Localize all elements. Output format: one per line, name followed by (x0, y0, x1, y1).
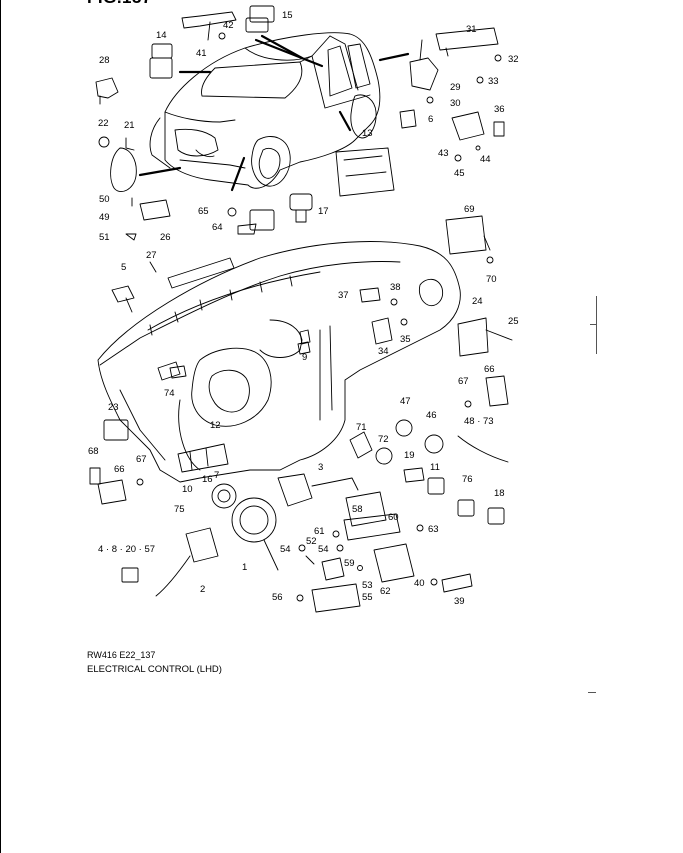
label-3: 3 (318, 462, 323, 473)
label-1: 1 (242, 562, 247, 573)
label-67-right: 67 (458, 376, 469, 387)
dashboard-illustration (97, 241, 461, 483)
label-55: 55 (362, 592, 373, 603)
figure-title: FIG.137 (87, 0, 152, 8)
label-17: 17 (318, 206, 329, 217)
label-38: 38 (390, 282, 401, 293)
label-49: 49 (99, 212, 110, 223)
label-37: 37 (338, 290, 349, 301)
label-40: 40 (414, 578, 425, 589)
label-76: 76 (462, 474, 473, 485)
label-18: 18 (494, 488, 505, 499)
label-39: 39 (454, 596, 465, 607)
label-4-8-20-57: 4 · 8 · 20 · 57 (98, 544, 155, 555)
label-23: 23 (108, 402, 119, 413)
label-11: 11 (430, 462, 440, 473)
label-52: 52 (306, 536, 317, 547)
label-70: 70 (486, 274, 497, 285)
label-15: 15 (282, 10, 293, 21)
label-47: 47 (400, 396, 411, 407)
margin-line (596, 296, 597, 354)
label-45: 45 (454, 168, 465, 179)
label-48-73: 48 · 73 (464, 416, 494, 427)
label-41: 41 (196, 48, 207, 59)
label-34: 34 (378, 346, 389, 357)
label-65: 65 (198, 206, 209, 217)
car-illustration (138, 32, 410, 192)
margin-tick (590, 324, 597, 325)
label-50: 50 (99, 194, 110, 205)
component-sketches (89, 5, 513, 613)
label-28: 28 (99, 55, 110, 66)
label-19: 19 (404, 450, 415, 461)
label-22: 22 (98, 118, 109, 129)
label-24: 24 (472, 296, 483, 307)
label-12: 12 (210, 420, 221, 431)
caption-code: RW416 E22_137 (87, 650, 156, 660)
label-69: 69 (464, 204, 475, 215)
label-6: 6 (428, 114, 433, 125)
label-5: 5 (121, 262, 126, 273)
label-62: 62 (380, 586, 391, 597)
label-54-left: 54 (280, 544, 291, 555)
part-number-labels: 42 15 41 14 28 22 21 50 49 51 26 27 5 65… (88, 10, 519, 607)
label-63: 63 (428, 524, 439, 535)
label-33: 33 (488, 76, 499, 87)
label-36: 36 (494, 104, 505, 115)
label-60: 60 (388, 512, 399, 523)
label-32: 32 (508, 54, 519, 65)
label-16: 16 (202, 474, 213, 485)
label-56: 56 (272, 592, 283, 603)
label-14: 14 (156, 30, 167, 41)
label-64: 64 (212, 222, 223, 233)
label-46: 46 (426, 410, 437, 421)
label-72: 72 (378, 434, 389, 445)
label-27: 27 (146, 250, 157, 261)
label-10: 10 (182, 484, 193, 495)
label-31: 31 (466, 24, 477, 35)
label-44: 44 (480, 154, 491, 165)
label-43: 43 (438, 148, 449, 159)
label-75: 75 (174, 504, 185, 515)
label-13: 13 (362, 128, 373, 139)
label-9: 9 (302, 352, 307, 363)
page-left-border (0, 0, 1, 853)
caption-title: ELECTRICAL CONTROL (LHD) (87, 664, 222, 675)
label-51: 51 (99, 232, 110, 243)
label-66-right: 66 (484, 364, 495, 375)
label-25: 25 (508, 316, 519, 327)
label-71: 71 (356, 422, 367, 433)
label-61: 61 (314, 526, 325, 537)
label-7: 7 (214, 470, 219, 481)
label-2: 2 (200, 584, 205, 595)
label-29: 29 (450, 82, 461, 93)
label-58: 58 (352, 504, 363, 515)
label-66-left: 66 (114, 464, 125, 475)
label-59: 59 (344, 558, 355, 569)
label-74: 74 (164, 388, 175, 399)
label-54-right: 54 (318, 544, 329, 555)
label-26: 26 (160, 232, 171, 243)
label-67-left: 67 (136, 454, 147, 465)
margin-dash (588, 692, 596, 693)
label-21: 21 (124, 120, 135, 131)
label-68: 68 (88, 446, 99, 457)
label-53: 53 (362, 580, 373, 591)
label-42: 42 (223, 20, 234, 31)
label-35: 35 (400, 334, 411, 345)
label-30: 30 (450, 98, 461, 109)
